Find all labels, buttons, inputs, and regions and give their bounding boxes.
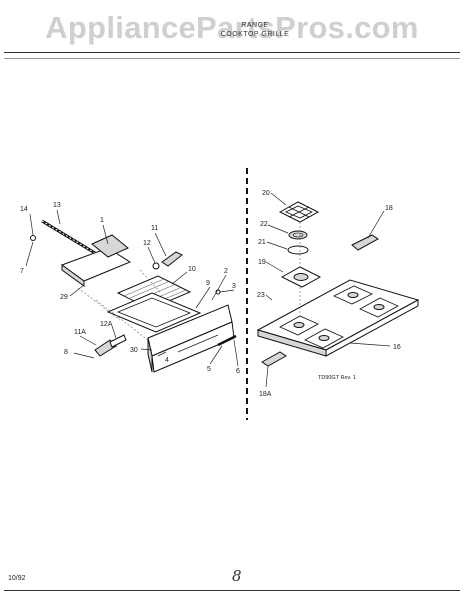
callout-20: 20 xyxy=(262,190,270,197)
callout-11a: 11A xyxy=(74,329,86,336)
callout-18: 18 xyxy=(385,205,393,212)
callout-29: 29 xyxy=(60,294,68,301)
callout-2: 2 xyxy=(224,268,228,275)
part-12-knob xyxy=(152,262,160,270)
part-5-handle xyxy=(217,334,237,347)
callout-5: 5 xyxy=(207,366,211,373)
part-18-hinge xyxy=(351,234,379,251)
part-12a-slide xyxy=(109,334,127,348)
callout-4: 4 xyxy=(165,357,169,364)
header-subrule xyxy=(4,58,460,59)
callout-9: 9 xyxy=(206,280,210,287)
figure-code: TD90GT Rev. 1 xyxy=(317,375,356,381)
header-line-2: COOKTOP GRILLE xyxy=(220,31,290,38)
callout-30: 30 xyxy=(130,347,138,354)
header-rule xyxy=(4,52,460,53)
part-14-screw xyxy=(30,235,36,241)
callout-22: 22 xyxy=(260,221,268,228)
part-11-bracket xyxy=(161,251,183,267)
callout-3: 3 xyxy=(232,283,236,290)
grille-assembly xyxy=(30,219,237,373)
part-21-ring xyxy=(287,245,309,255)
callout-12: 12 xyxy=(143,240,151,247)
callout-19: 19 xyxy=(258,259,266,266)
watermark: AppliancePartsPros.com xyxy=(45,10,419,45)
handwritten-mark: 8 xyxy=(232,567,242,585)
cooktop-assembly xyxy=(256,201,420,367)
callout-10: 10 xyxy=(188,266,196,273)
callout-16: 16 xyxy=(393,344,401,351)
callout-13: 13 xyxy=(53,202,61,209)
header-line-1: RANGE xyxy=(241,22,269,29)
part-1-back xyxy=(91,234,129,258)
part-9-frame xyxy=(106,292,202,333)
callout-11: 11 xyxy=(151,225,158,232)
callout-14: 14 xyxy=(20,206,28,213)
diagram-header: RANGE COOKTOP GRILLE xyxy=(200,21,310,39)
part-22-burner xyxy=(288,230,308,240)
part-18a-hinge xyxy=(261,351,287,367)
callout-1: 1 xyxy=(100,217,104,224)
footer-rule xyxy=(4,590,460,591)
part-13-rod xyxy=(41,219,96,255)
callout-6: 6 xyxy=(236,368,240,375)
callout-18a: 18A xyxy=(259,391,272,398)
callout-8: 8 xyxy=(64,349,68,356)
callout-7: 7 xyxy=(20,268,24,275)
callout-23: 23 xyxy=(257,292,265,299)
revision-date: 10/92 xyxy=(8,575,26,582)
callout-21: 21 xyxy=(258,239,266,246)
callout-12a: 12A xyxy=(100,321,113,328)
